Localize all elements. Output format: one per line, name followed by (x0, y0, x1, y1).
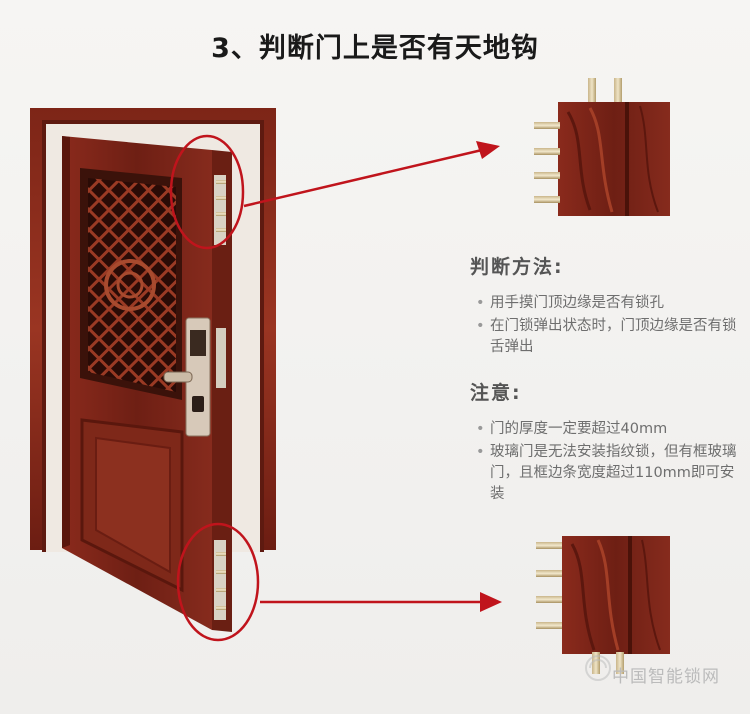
arrow-top (243, 141, 500, 208)
list-item: •在门锁弹出状态时，门顶边缘是否有锁舌弹出 (476, 318, 737, 355)
list-item: •用手摸门顶边缘是否有锁孔 (476, 295, 664, 311)
method-heading: 判断方法: (470, 256, 564, 278)
top-wood-lock-detail (534, 78, 670, 216)
list-item: •玻璃门是无法安装指纹锁，但有框玻璃门，且框边条宽度超过110mm即可安装 (476, 444, 737, 502)
notice-section: 注意: •门的厚度一定要超过40mm •玻璃门是无法安装指纹锁，但有框玻璃门，且… (470, 378, 740, 507)
bottom-wood-lock-detail (536, 536, 670, 674)
notice-heading: 注意: (470, 382, 522, 404)
list-item: •门的厚度一定要超过40mm (476, 421, 668, 437)
door-illustration (30, 108, 276, 642)
watermark-logo-icon (585, 655, 611, 681)
top-circle-highlight (169, 134, 245, 250)
watermark-text: 中国智能锁网 (612, 667, 720, 687)
method-section: 判断方法: •用手摸门顶边缘是否有锁孔 •在门锁弹出状态时，门顶边缘是否有锁舌弹… (470, 252, 740, 360)
arrow-bottom (260, 592, 502, 612)
page-title: 3、判断门上是否有天地钩 (211, 33, 539, 64)
bottom-circle-highlight (176, 522, 260, 642)
